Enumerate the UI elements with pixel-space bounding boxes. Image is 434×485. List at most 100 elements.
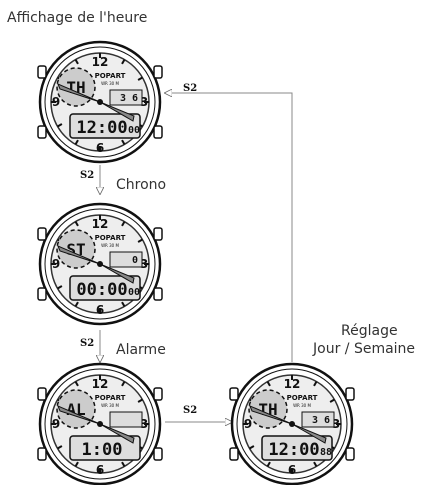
main-lcd-time: 12:00: [76, 118, 127, 138]
bezel-lug: [37, 65, 47, 79]
upper-display-value: 3 6: [120, 93, 138, 104]
brand-logo: POPART: [95, 394, 126, 402]
bezel-lug: [37, 287, 47, 301]
hour-tick: [121, 301, 126, 307]
main-lcd: [261, 435, 333, 461]
numeral-6: 6: [96, 303, 104, 317]
hour-tick: [74, 59, 79, 65]
label-set-line1: Réglage: [341, 323, 398, 339]
label-set-line2: Jour / Semaine: [313, 341, 416, 357]
bezel-lug: [345, 447, 355, 461]
numeral-6: 6: [288, 463, 296, 477]
upper-display-value: 3 6: [312, 415, 330, 426]
bezel-lug: [37, 387, 47, 401]
hour-tick: [137, 238, 143, 243]
main-lcd-seconds: 00: [128, 125, 140, 136]
main-lcd: [69, 113, 141, 139]
hour-tick: [57, 445, 63, 450]
s2-label-to-chrono: S2: [80, 170, 95, 181]
hour-hand: [57, 83, 101, 103]
numeral-3: 3: [140, 95, 148, 109]
main-lcd-time: 1:00: [82, 440, 123, 460]
main-lcd-time: 12:00: [268, 440, 319, 460]
minute-hand: [99, 101, 135, 122]
hand-pivot: [97, 99, 103, 105]
numeral-6: 6: [96, 463, 104, 477]
hour-tick: [313, 381, 318, 387]
hour-tick: [249, 445, 255, 450]
hour-tick: [137, 398, 143, 403]
hour-hand: [57, 245, 101, 265]
hour-tick: [329, 398, 335, 403]
brand-logo: POPART: [95, 72, 126, 80]
bezel-lug: [229, 447, 239, 461]
bezel-lug: [37, 447, 47, 461]
hour-hand: [57, 405, 101, 425]
s2-label-to-alarm: S2: [80, 338, 95, 349]
hand-pivot: [97, 261, 103, 267]
numeral-12: 12: [92, 55, 109, 69]
hour-tick: [266, 381, 271, 387]
bezel-lug: [37, 125, 47, 139]
hour-hand: [249, 405, 293, 425]
main-lcd: [69, 435, 141, 461]
bezel-lug: [153, 125, 163, 139]
numeral-12: 12: [92, 217, 109, 231]
watch-bezel-inner: [44, 368, 156, 480]
water-resistance: WR 30 M: [101, 243, 119, 248]
hour-tick: [137, 76, 143, 81]
label-chrono: Chrono: [116, 177, 167, 193]
brand-logo: POPART: [95, 234, 126, 242]
hour-tick: [57, 285, 63, 290]
hour-tick: [74, 301, 79, 307]
hand-pivot: [97, 421, 103, 427]
s2-label-to-set: S2: [183, 405, 198, 416]
bezel-lug: [153, 387, 163, 401]
minute-hand: [99, 263, 135, 284]
upper-display: [109, 89, 143, 106]
main-lcd: [69, 275, 141, 301]
watch-bezel-inner: [44, 46, 156, 158]
hour-tick: [121, 461, 126, 467]
bezel-lug: [37, 227, 47, 241]
hour-tick: [121, 221, 126, 227]
main-lcd-time: 00:00: [76, 280, 127, 300]
hour-tick: [57, 123, 63, 128]
minute-hand: [99, 423, 135, 444]
hour-tick: [74, 221, 79, 227]
bezel-lug: [229, 387, 239, 401]
label-time-display: Affichage de l'heure: [7, 10, 148, 26]
upper-display: [109, 251, 143, 268]
upper-display: [301, 411, 335, 428]
hour-tick: [313, 461, 318, 467]
bezel-lug: [153, 287, 163, 301]
minute-hand: [291, 423, 327, 444]
watch-bezel-inner: [236, 368, 348, 480]
hour-tick: [121, 381, 126, 387]
numeral-9: 9: [52, 417, 60, 431]
numeral-6: 6: [96, 141, 104, 155]
upper-display: [109, 411, 143, 428]
water-resistance: WR 30 M: [293, 403, 311, 408]
bezel-lug: [153, 65, 163, 79]
hour-tick: [74, 139, 79, 145]
water-resistance: WR 30 M: [101, 403, 119, 408]
numeral-12: 12: [92, 377, 109, 391]
main-lcd-seconds: 00: [128, 287, 140, 298]
numeral-3: 3: [332, 417, 340, 431]
water-resistance: WR 30 M: [101, 81, 119, 86]
hour-tick: [121, 59, 126, 65]
arrow-return-to-time: [165, 93, 293, 362]
upper-display-value: 0: [132, 255, 138, 266]
hour-tick: [266, 461, 271, 467]
hour-tick: [74, 381, 79, 387]
s2-label-return: S2: [183, 83, 198, 94]
label-alarm: Alarme: [116, 342, 166, 358]
hand-pivot: [289, 421, 295, 427]
numeral-9: 9: [52, 95, 60, 109]
bezel-lug: [153, 227, 163, 241]
